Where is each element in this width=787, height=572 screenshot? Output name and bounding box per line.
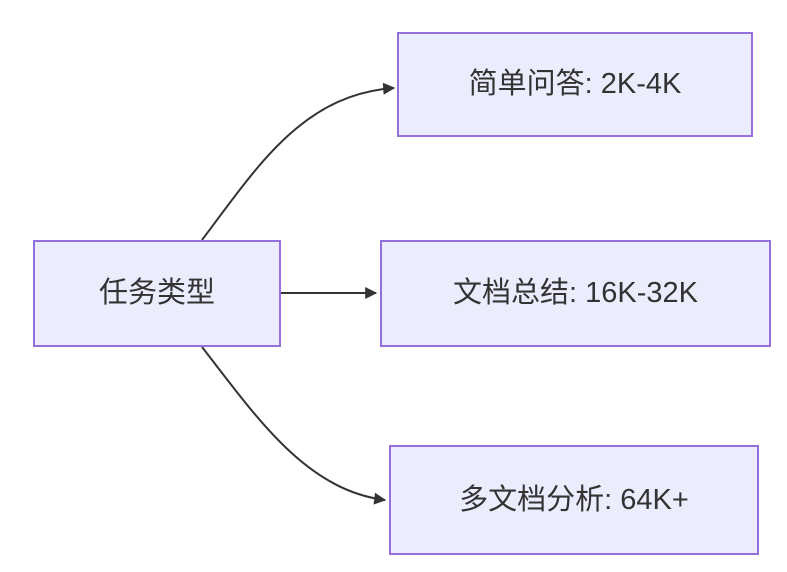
node-simple-qa-label: 简单问答: 2K-4K <box>468 68 682 101</box>
node-multi-doc-analysis-label: 多文档分析: 64K+ <box>459 483 689 516</box>
node-doc-summary: 文档总结: 16K-32K <box>380 240 771 347</box>
node-simple-qa: 简单问答: 2K-4K <box>397 32 753 137</box>
edge-root-to-branch-2 <box>201 346 387 505</box>
node-multi-doc-analysis: 多文档分析: 64K+ <box>389 445 759 555</box>
node-task-type-label: 任务类型 <box>98 277 215 310</box>
edge-root-to-branch-0 <box>201 82 396 241</box>
node-task-type: 任务类型 <box>33 240 281 347</box>
node-doc-summary-label: 文档总结: 16K-32K <box>453 277 698 310</box>
